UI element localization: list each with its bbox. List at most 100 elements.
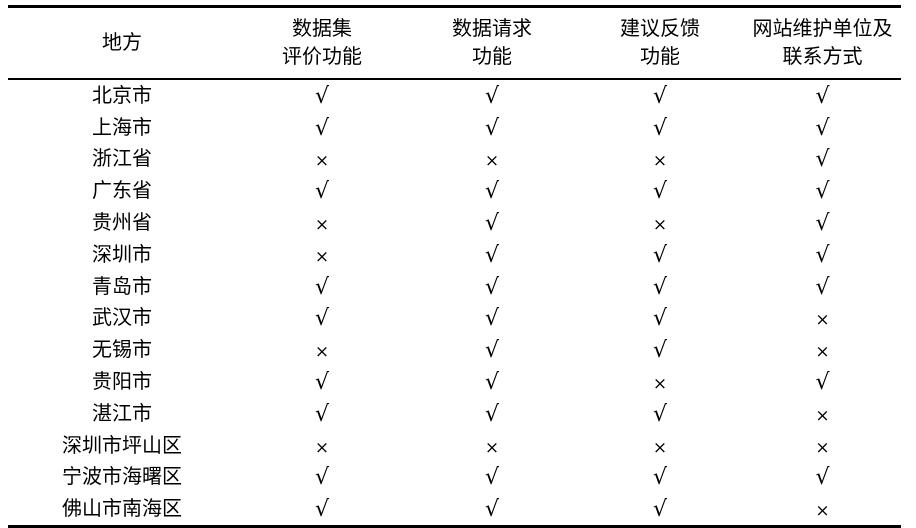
cell-data-request: √	[408, 112, 576, 144]
cell-suggestion-feedback: ×	[576, 430, 744, 462]
check-icon: √	[652, 306, 668, 332]
cell-maintainer-contact: √	[744, 175, 901, 207]
check-icon: √	[484, 242, 500, 268]
table-row: 佛山市南海区√√√×	[8, 493, 901, 528]
cross-icon: ×	[815, 310, 830, 331]
check-icon: √	[484, 83, 500, 109]
check-icon: √	[484, 210, 500, 236]
cell-maintainer-contact: √	[744, 239, 901, 271]
cell-place: 浙江省	[92, 146, 152, 171]
cell-dataset-eval: √	[236, 493, 408, 528]
cell-suggestion-feedback: √	[576, 398, 744, 430]
cell-place: 深圳市坪山区	[62, 432, 182, 457]
cell-data-request: √	[408, 366, 576, 398]
cell-data-request: √	[408, 175, 576, 207]
check-icon: √	[314, 497, 330, 523]
column-header-suggestion-feedback: 建议反馈 功能	[576, 4, 744, 80]
cell-maintainer-contact: √	[744, 79, 901, 112]
cell-dataset-eval: ×	[236, 334, 408, 366]
check-icon: √	[484, 179, 500, 205]
cell-suggestion-feedback: √	[576, 175, 744, 207]
check-icon: √	[314, 465, 330, 491]
cell-maintainer-contact: √	[744, 112, 901, 144]
check-icon: √	[652, 465, 668, 491]
cross-icon: ×	[314, 342, 330, 363]
cell-dataset-eval: ×	[236, 207, 408, 239]
cell-suggestion-feedback: √	[576, 493, 744, 528]
cross-icon: ×	[652, 151, 668, 172]
cell-data-request: √	[408, 207, 576, 239]
column-header-data-request-line-2: 功能	[472, 44, 512, 69]
column-header-data-request-line-1: 数据请求	[452, 16, 532, 40]
cell-dataset-eval: √	[236, 79, 408, 112]
cell-suggestion-feedback: √	[576, 302, 744, 334]
check-icon: √	[314, 115, 330, 141]
cell-place: 广东省	[92, 178, 152, 203]
table-header: 地方 数据集 评价功能 数据请求 功能 建议反馈 功能 网站维护单位及 联系方式	[8, 4, 901, 80]
table-container: 地方 数据集 评价功能 数据请求 功能 建议反馈 功能 网站维护单位及 联系方式	[8, 4, 901, 528]
table-row: 湛江市√√√×	[8, 398, 901, 430]
check-icon: √	[815, 179, 830, 205]
table-row: 深圳市坪山区××××	[8, 430, 901, 462]
column-header-dataset-eval-line-2: 评价功能	[282, 44, 362, 69]
cell-dataset-eval: √	[236, 366, 408, 398]
check-icon: √	[484, 338, 500, 364]
cell-place: 上海市	[92, 114, 152, 139]
cross-icon: ×	[652, 214, 668, 235]
cell-dataset-eval: √	[236, 461, 408, 493]
table-row: 浙江省×××√	[8, 143, 901, 175]
cell-maintainer-contact: √	[744, 366, 901, 398]
check-icon: √	[815, 274, 830, 300]
column-header-place-line-1: 地方	[102, 30, 142, 55]
check-icon: √	[815, 115, 830, 141]
cell-dataset-eval: ×	[236, 430, 408, 462]
check-icon: √	[314, 401, 330, 427]
check-icon: √	[484, 465, 500, 491]
check-icon: √	[314, 274, 330, 300]
cross-icon: ×	[815, 342, 830, 363]
check-icon: √	[815, 369, 830, 395]
check-icon: √	[484, 274, 500, 300]
cell-place: 北京市	[92, 82, 152, 107]
check-icon: √	[815, 210, 830, 236]
check-icon: √	[815, 83, 830, 109]
check-icon: √	[652, 115, 668, 141]
cell-maintainer-contact: ×	[744, 493, 901, 528]
table-body: 北京市√√√√上海市√√√√浙江省×××√广东省√√√√贵州省×√×√深圳市×√…	[8, 79, 901, 528]
cell-data-request: √	[408, 79, 576, 112]
cell-place: 青岛市	[92, 273, 152, 298]
cross-icon: ×	[484, 151, 500, 172]
check-icon: √	[652, 83, 668, 109]
check-icon: √	[652, 497, 668, 523]
column-header-suggestion-feedback-line-2: 功能	[640, 44, 680, 69]
table-row: 北京市 √ √ √ √	[8, 79, 901, 112]
cross-icon: ×	[815, 437, 830, 458]
cell-maintainer-contact: ×	[744, 398, 901, 430]
cell-place: 武汉市	[92, 305, 152, 330]
cell-data-request: ×	[408, 430, 576, 462]
cell-maintainer-contact: √	[744, 461, 901, 493]
check-icon: √	[314, 369, 330, 395]
check-icon: √	[815, 465, 830, 491]
column-header-dataset-eval-line-1: 数据集	[292, 16, 352, 40]
table-row: 武汉市√√√×	[8, 302, 901, 334]
cell-data-request: √	[408, 271, 576, 303]
check-icon: √	[652, 179, 668, 205]
cell-maintainer-contact: √	[744, 207, 901, 239]
cell-data-request: √	[408, 239, 576, 271]
cell-suggestion-feedback: √	[576, 271, 744, 303]
cell-dataset-eval: √	[236, 271, 408, 303]
cell-suggestion-feedback: √	[576, 79, 744, 112]
cell-dataset-eval: √	[236, 175, 408, 207]
cell-place: 贵州省	[92, 209, 152, 234]
cross-icon: ×	[652, 373, 668, 394]
check-icon: √	[314, 306, 330, 332]
cross-icon: ×	[815, 501, 830, 522]
cell-data-request: √	[408, 334, 576, 366]
cross-icon: ×	[652, 437, 668, 458]
check-icon: √	[652, 242, 668, 268]
cross-icon: ×	[314, 214, 330, 235]
cell-data-request: √	[408, 398, 576, 430]
cell-place: 贵阳市	[92, 368, 152, 393]
cell-place: 宁波市海曙区	[62, 464, 182, 489]
